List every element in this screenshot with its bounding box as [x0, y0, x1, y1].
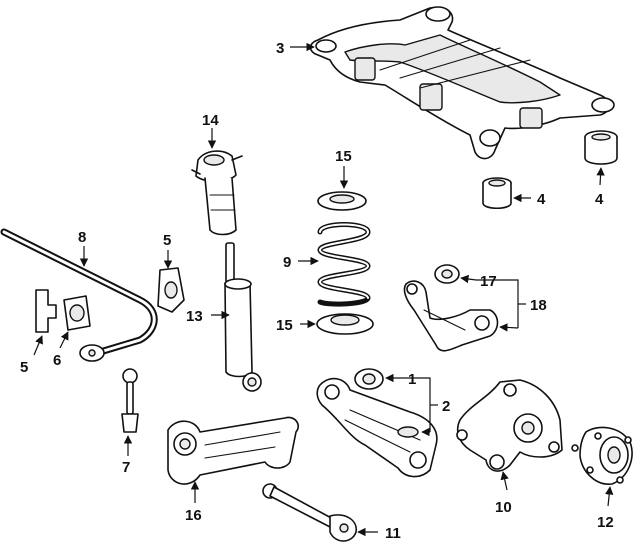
callout-1: 1 — [408, 371, 416, 388]
spring-seat-lower — [316, 313, 374, 335]
stabilizer-bushing — [63, 295, 91, 331]
callout-2: 2 — [442, 398, 450, 415]
crossmember — [309, 6, 615, 160]
stabilizer-bracket-left — [35, 289, 57, 333]
upper-control-arm-bushing — [434, 264, 460, 284]
callout-18: 18 — [530, 297, 547, 314]
shock-absorber — [224, 242, 262, 392]
crossmember-bushing-right — [584, 130, 618, 165]
upper-shock-mount — [191, 150, 243, 236]
lower-control-arm-bushing — [354, 368, 384, 390]
coil-spring — [317, 222, 371, 307]
callout-14: 14 — [202, 112, 219, 129]
callout-4-left: 4 — [537, 191, 546, 208]
crossmember-bushing-left — [482, 177, 512, 210]
callout-9: 9 — [283, 254, 291, 271]
knuckle — [456, 379, 563, 472]
callout-6: 6 — [53, 352, 61, 369]
callout-16: 16 — [185, 507, 202, 524]
callout-15-bottom: 15 — [276, 317, 293, 334]
lateral-link — [262, 483, 357, 542]
callout-12: 12 — [597, 514, 614, 531]
callout-3: 3 — [276, 40, 284, 57]
callout-4-right: 4 — [595, 191, 604, 208]
stabilizer-link — [121, 368, 139, 433]
callout-5-right: 5 — [163, 232, 171, 249]
callout-15-top: 15 — [335, 148, 352, 165]
callout-5-left: 5 — [20, 359, 28, 376]
callout-13: 13 — [186, 308, 203, 325]
leader-lines — [33, 42, 614, 537]
stabilizer-bar — [0, 228, 158, 362]
callout-labels: 1 2 3 4 4 5 5 6 7 8 9 10 11 12 13 14 15 … — [20, 40, 614, 542]
callout-7: 7 — [122, 459, 130, 476]
hub-bearing — [571, 426, 633, 485]
callout-11: 11 — [385, 525, 401, 542]
callout-17: 17 — [480, 273, 497, 290]
callout-10: 10 — [495, 499, 512, 516]
upper-control-arm — [403, 280, 499, 352]
callout-8: 8 — [78, 229, 86, 246]
lower-control-arm — [316, 377, 438, 478]
spring-seat-upper — [317, 191, 367, 211]
trailing-arm — [167, 416, 300, 485]
stabilizer-bracket-right — [157, 267, 185, 313]
